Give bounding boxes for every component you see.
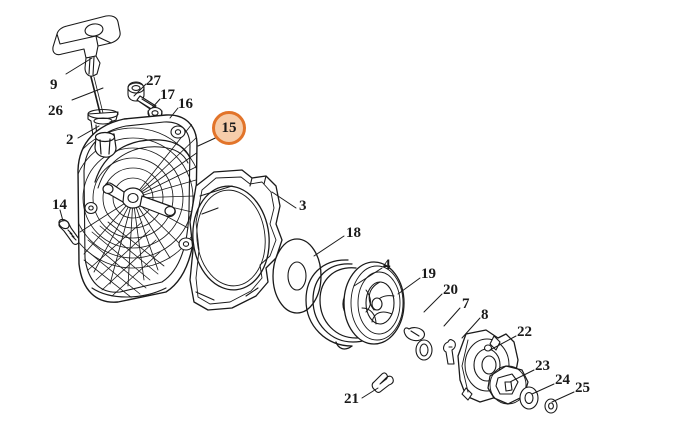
callout-label-25: 25	[575, 380, 590, 396]
part-pawl	[403, 327, 425, 342]
callout-label-20: 20	[443, 282, 458, 298]
callout-label-17: 17	[160, 87, 175, 103]
callout-label-19: 19	[421, 266, 436, 282]
callout-label-2: 2	[66, 132, 74, 148]
callout-label-26: 26	[48, 103, 63, 119]
part-small-washer	[544, 398, 558, 414]
part-pawl-spring	[443, 339, 456, 365]
callout-label-24: 24	[555, 372, 570, 388]
callout-label-22: 22	[517, 324, 532, 340]
part-washer	[519, 386, 539, 410]
callout-label-15: 15	[221, 119, 237, 136]
part-nut	[487, 365, 529, 405]
callout-label-27: 27	[146, 73, 161, 89]
part-shim-washer	[272, 238, 322, 314]
callout-label-9: 9	[50, 77, 58, 93]
callout-label-3: 3	[299, 198, 307, 214]
callout-label-4: 4	[383, 257, 391, 273]
part-o-ring	[415, 339, 433, 361]
callout-label-8: 8	[481, 307, 489, 323]
callout-label-18: 18	[346, 225, 361, 241]
part-cover-plate	[189, 169, 283, 311]
leader-lines	[59, 57, 575, 403]
callout-label-7: 7	[462, 296, 470, 312]
part-screw	[58, 218, 80, 245]
part-clip	[371, 372, 394, 393]
callout-label-16: 16	[178, 96, 193, 112]
callout-highlight-15[interactable]: 15	[212, 111, 246, 145]
part-starter-grip	[52, 15, 121, 77]
callout-label-23: 23	[535, 358, 550, 374]
callout-label-14: 14	[52, 197, 67, 213]
part-fan-housing	[77, 114, 198, 303]
part-rope-rotor	[343, 261, 405, 345]
callout-label-21: 21	[344, 391, 359, 407]
part-starter-pawl-assembly	[483, 344, 493, 352]
part-starter-rope	[90, 76, 104, 114]
